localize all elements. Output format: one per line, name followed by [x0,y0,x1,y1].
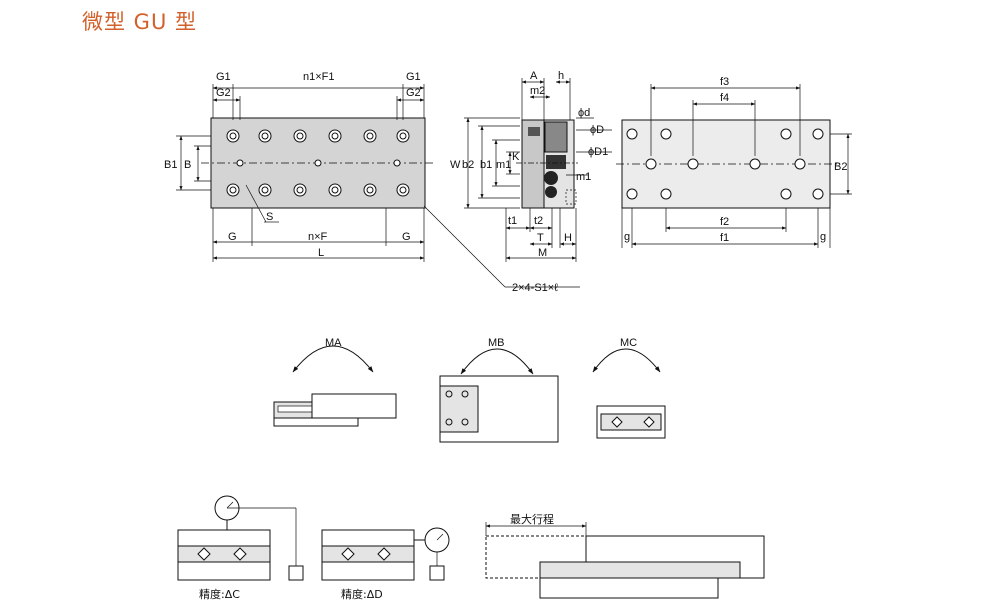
bottom-hole [812,188,824,200]
label-B: B [184,159,191,171]
label-B1: B1 [164,159,177,171]
label-G-left: G [228,231,237,243]
bottom-hole-grid [626,128,824,200]
mounting-hole [258,183,272,197]
label-S: S [266,211,273,223]
bottom-hole [626,128,638,140]
label-m1: m1 [496,159,511,171]
center-hole [314,159,322,167]
mounting-hole [258,129,272,143]
label-G2-left: G2 [216,87,231,99]
label-T: T [537,232,544,244]
bottom-hole [660,188,672,200]
label-m1-right: m1 [576,171,591,183]
label-phi-D1: ϕD1 [588,146,608,158]
moment-MB: MB [439,337,559,443]
center-hole [393,159,401,167]
side-view: A h m2 ϕd ϕD ϕD1 K m1 W b2 b1 m1 t1 t2 T… [450,70,612,262]
bottom-hole [812,128,824,140]
bottom-hole [645,158,657,170]
mounting-hole-inner [366,132,374,140]
label-phi-D: ϕD [590,124,604,136]
label-G1-left: G1 [216,71,231,83]
mounting-hole-inner [229,132,237,140]
label-K: K [512,151,520,163]
mounting-hole [328,183,342,197]
label-b1: b1 [480,159,492,171]
label-screw-note: 2×4-S1×ℓ [512,282,558,294]
mounting-hole [363,183,377,197]
mounting-hole [328,129,342,143]
label-h: h [558,70,564,82]
bottom-hole [780,128,792,140]
label-g-left: g [624,231,630,243]
label-nF: n×F [308,231,328,243]
label-A: A [530,70,538,82]
label-n1F1: n1×F1 [303,71,335,83]
mounting-hole-inner [296,132,304,140]
moment-MA: MA [273,337,397,427]
bottom-hole [749,158,761,170]
label-max-stroke: 最大行程 [510,512,554,526]
max-stroke: 最大行程 [485,512,765,599]
label-G-right: G [402,231,411,243]
bottom-hole [794,158,806,170]
bottom-hole [780,188,792,200]
label-phi-d: ϕd [578,107,590,119]
mounting-hole-inner [261,186,269,194]
bottom-hole [687,158,699,170]
label-f4: f4 [720,92,729,104]
label-m2: m2 [530,85,545,97]
mounting-hole [226,183,240,197]
mounting-hole-inner [331,186,339,194]
moment-MC: MC [592,337,666,439]
label-f2: f2 [720,216,729,228]
mounting-hole-inner [331,132,339,140]
label-t2: t2 [534,215,543,227]
label-B2: B2 [834,161,847,173]
label-W: W [450,159,461,171]
mounting-hole-inner [399,186,407,194]
bottom-hole [660,128,672,140]
label-accuracy-D: 精度:ΔD [341,587,383,601]
mounting-hole [396,129,410,143]
label-MB: MB [488,337,505,349]
mounting-hole [396,183,410,197]
label-MC: MC [620,337,637,349]
label-G2-right: G2 [406,87,421,99]
accuracy-C: 精度:ΔC [177,495,304,601]
label-L: L [318,247,324,259]
label-H: H [564,232,572,244]
accuracy-D: 精度:ΔD [321,527,450,601]
bottom-hole [626,188,638,200]
mounting-hole [293,129,307,143]
label-M: M [538,247,547,259]
mounting-hole-inner [399,132,407,140]
label-accuracy-C: 精度:ΔC [199,587,240,601]
mounting-hole-inner [296,186,304,194]
label-g-right: g [820,231,826,243]
mounting-hole [293,183,307,197]
top-hole-row [226,129,410,197]
top-view: G1 n1×F1 G1 G2 G2 B1 B S G n×F G L 2×4-S… [164,71,580,294]
bottom-view: f3 f4 B2 f2 f1 g g [616,76,852,248]
label-t1: t1 [508,215,517,227]
mounting-hole [363,129,377,143]
label-f3: f3 [720,76,729,88]
mounting-hole [226,129,240,143]
page-title: 微型 GU 型 [82,10,197,34]
label-G1-right: G1 [406,71,421,83]
mounting-hole-inner [261,132,269,140]
mounting-hole-inner [366,186,374,194]
label-b2: b2 [462,159,474,171]
label-f1: f1 [720,232,729,244]
center-hole [236,159,244,167]
label-MA: MA [325,337,342,349]
mounting-hole-inner [229,186,237,194]
